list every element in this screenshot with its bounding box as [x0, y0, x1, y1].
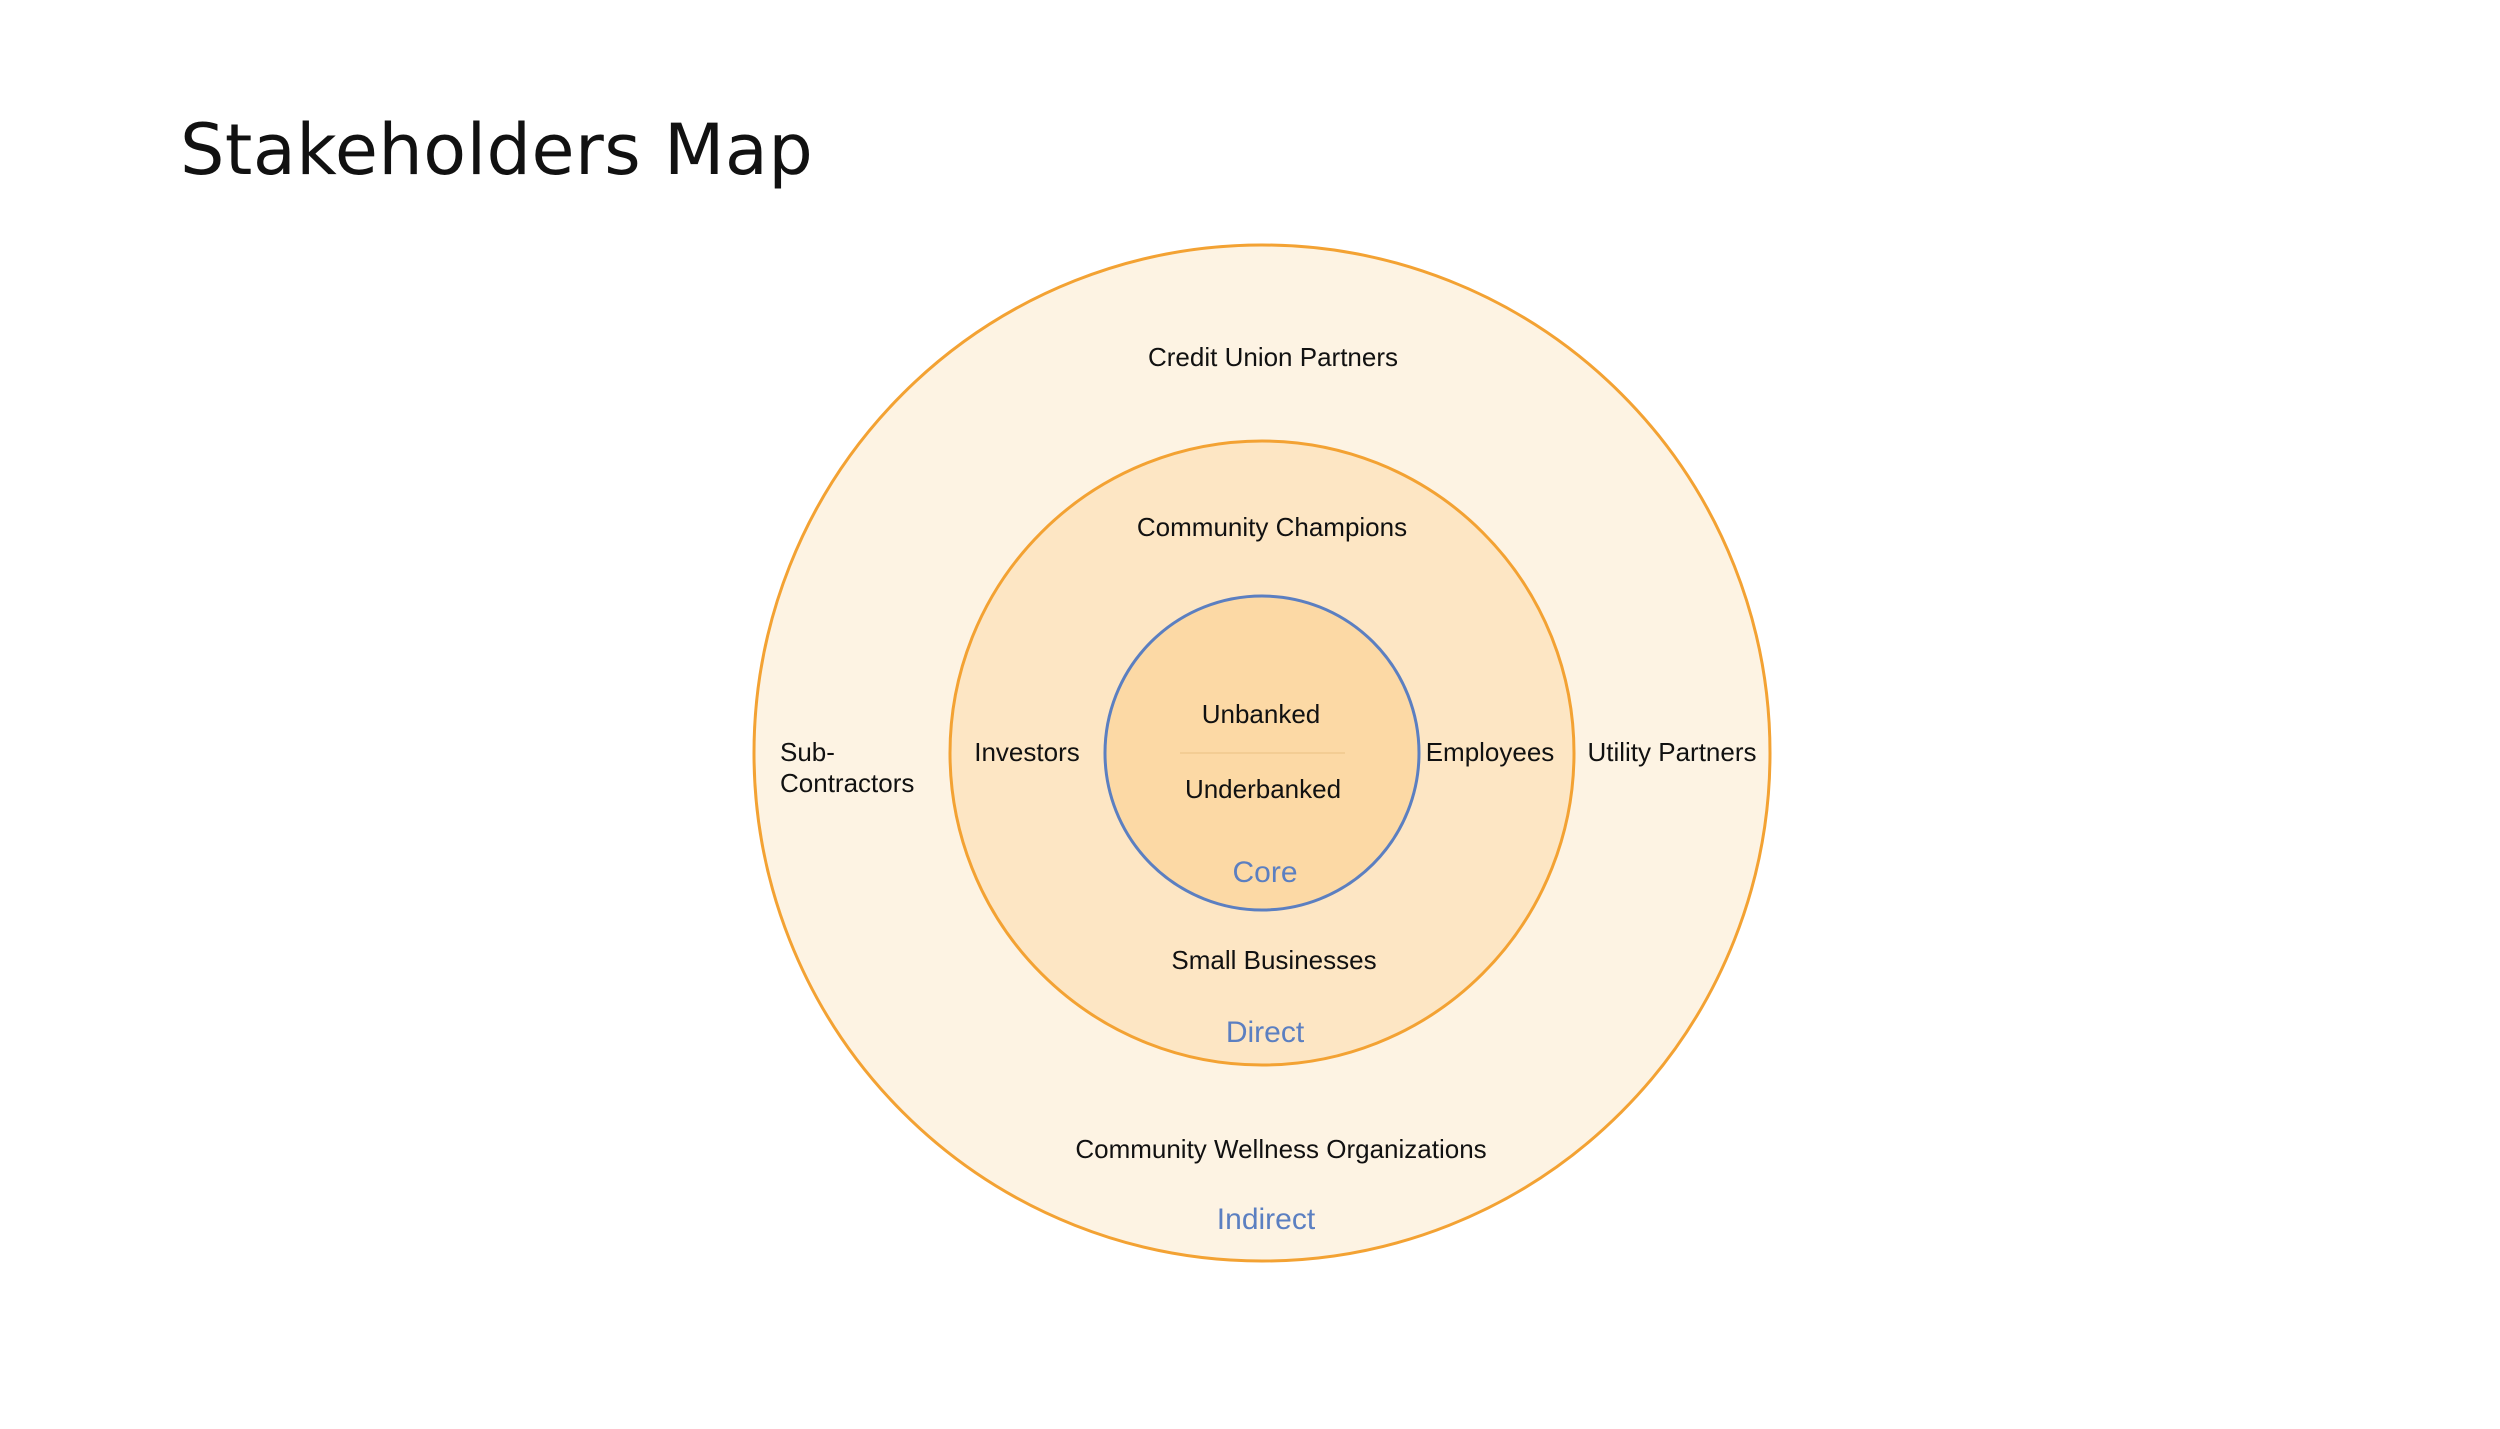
stakeholder-community-champions: Community Champions — [1137, 512, 1407, 542]
stakeholder-sub-contractors-line2: Contractors — [780, 768, 914, 798]
stakeholder-underbanked: Underbanked — [1185, 774, 1341, 804]
stakeholder-sub-contractors-line1: Sub- — [780, 737, 835, 767]
stakeholder-small-businesses: Small Businesses — [1171, 945, 1376, 975]
zone-label-direct: Direct — [1226, 1016, 1305, 1049]
stakeholder-utility-partners: Utility Partners — [1587, 737, 1756, 767]
stakeholder-community-wellness-organizations: Community Wellness Organizations — [1075, 1134, 1486, 1164]
stakeholder-credit-union-partners: Credit Union Partners — [1148, 342, 1398, 372]
stakeholder-investors: Investors — [974, 737, 1080, 767]
zone-label-indirect: Indirect — [1217, 1203, 1316, 1236]
stakeholder-employees: Employees — [1426, 737, 1555, 767]
stakeholder-unbanked: Unbanked — [1202, 699, 1321, 729]
page-title: Stakeholders Map — [180, 109, 814, 191]
zone-label-core: Core — [1232, 856, 1297, 889]
